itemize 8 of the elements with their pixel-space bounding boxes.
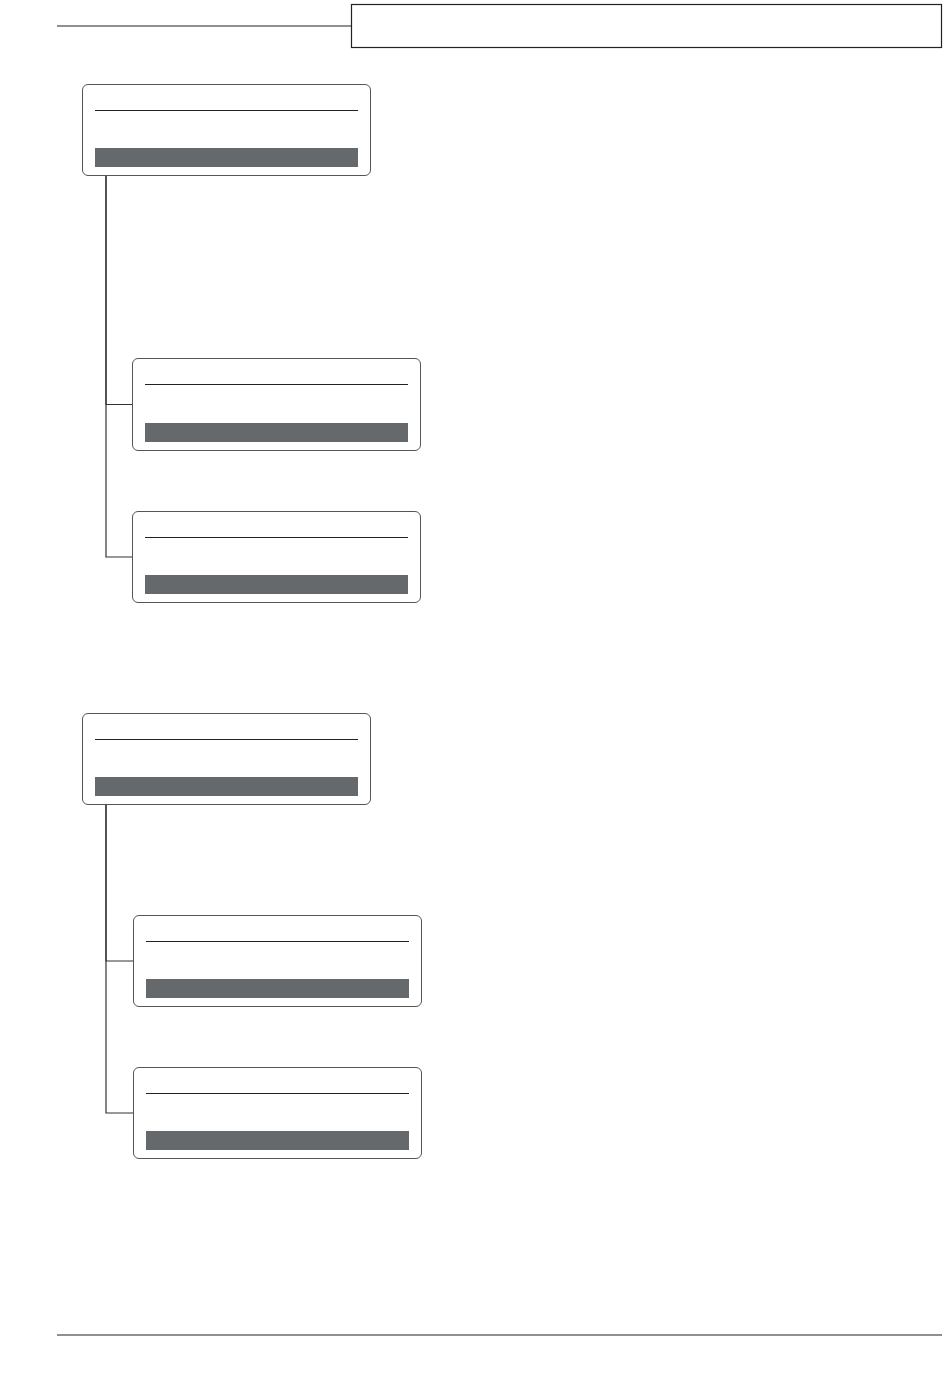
connector-line xyxy=(105,175,133,558)
rounded-box xyxy=(133,1067,422,1159)
rounded-box xyxy=(82,713,371,805)
rounded-box xyxy=(132,358,421,451)
rounded-box xyxy=(133,915,422,1007)
rounded-box xyxy=(82,84,371,176)
connector-line xyxy=(105,804,134,1114)
rounded-box xyxy=(132,511,421,603)
